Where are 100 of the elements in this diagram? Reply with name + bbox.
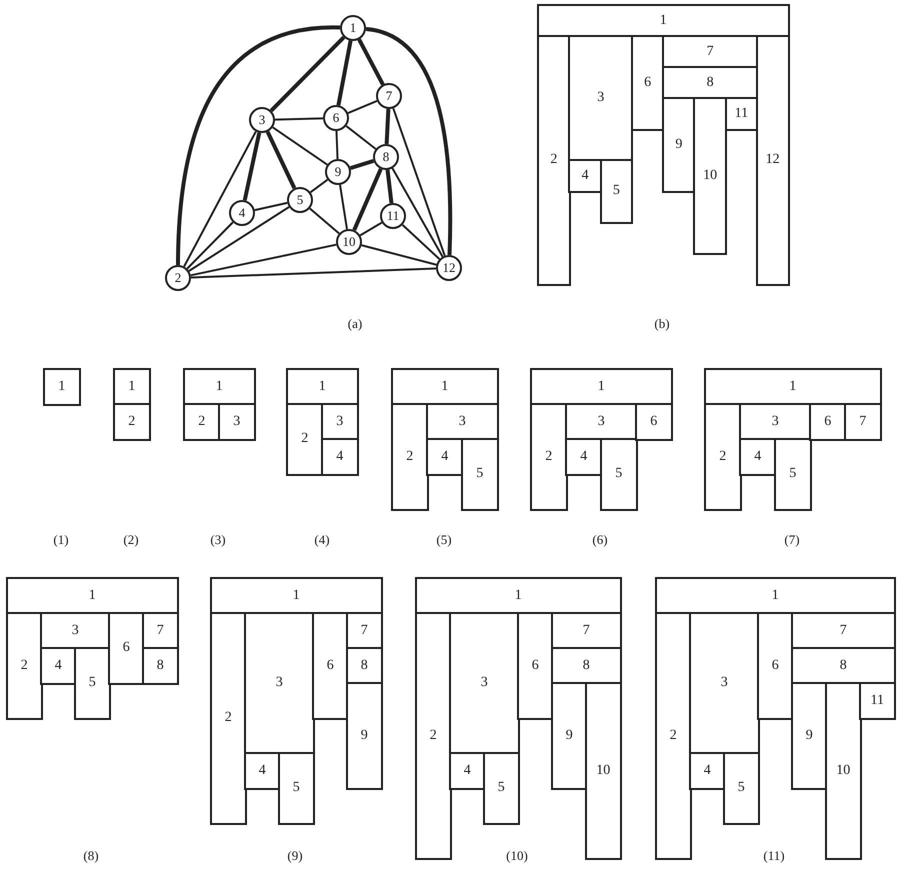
graph-edge <box>402 224 440 260</box>
layout-rectangle: 5 <box>600 159 634 224</box>
layout-rectangle: 11 <box>859 682 896 720</box>
layout-rectangle: 4 <box>739 438 776 476</box>
layout-rectangle: 1 <box>43 368 80 406</box>
graph-edge <box>310 178 328 194</box>
graph-edge <box>352 168 383 231</box>
layout-rectangle: 4 <box>40 647 76 684</box>
layout-rectangle: 1 <box>6 577 178 614</box>
graph-edge <box>176 26 340 266</box>
layout-rectangle: 2 <box>6 612 42 720</box>
graph-edge <box>270 36 346 112</box>
layout-rectangle: 2 <box>704 403 742 510</box>
layout-rectangle: 2 <box>391 403 428 510</box>
graph-edge <box>392 168 444 258</box>
layout-rectangle: 5 <box>600 438 638 510</box>
graph-edge <box>357 38 385 86</box>
layout-rectangle: 3 <box>244 612 314 754</box>
layout-rectangle: 6 <box>630 35 664 130</box>
subfigure-label: (7) <box>784 532 800 548</box>
layout-rectangle: 9 <box>791 682 828 790</box>
layout-rectangle: 4 <box>426 438 464 476</box>
layout-rectangle: 6 <box>757 612 794 720</box>
graph-edge <box>346 125 376 150</box>
layout-rectangle: 12 <box>756 35 790 286</box>
layout-rectangle: 6 <box>809 403 846 440</box>
layout-rectangle: 5 <box>774 438 812 510</box>
vertex-circle: 12 <box>436 255 462 281</box>
graph-edge <box>360 222 382 236</box>
layout-rectangle: 2 <box>537 35 571 286</box>
layout-rectangle: 2 <box>286 403 324 476</box>
layout-rectangle: 10 <box>585 682 622 860</box>
graph-edge <box>254 202 288 212</box>
layout-rectangle: 6 <box>517 612 554 720</box>
subfigure-label: (10) <box>506 848 528 864</box>
subfigure-label: (2) <box>123 532 139 548</box>
vertex-circle: 4 <box>229 200 255 226</box>
layout-rectangle: 3 <box>426 403 498 440</box>
layout-rectangle: 11 <box>724 97 758 130</box>
layout-rectangle: 4 <box>449 752 486 790</box>
layout-rectangle: 3 <box>689 612 760 754</box>
layout-rectangle: 4 <box>689 752 726 790</box>
subfigure-label: (5) <box>436 532 452 548</box>
layout-rectangle: 1 <box>286 368 358 406</box>
graph-edge <box>386 170 394 204</box>
layout-rectangle: 5 <box>74 647 110 720</box>
layout-rectangle: 8 <box>346 647 382 684</box>
layout-rectangle: 7 <box>142 612 178 650</box>
graph-edge <box>336 40 353 106</box>
layout-rectangle: 5 <box>483 752 520 824</box>
graph-edge <box>384 108 390 144</box>
layout-rectangle: 9 <box>662 97 696 192</box>
layout-rectangle: 5 <box>278 752 314 824</box>
layout-rectangle: 8 <box>142 647 178 684</box>
layout-rectangle: 1 <box>655 577 896 614</box>
vertex-circle: 8 <box>373 144 399 170</box>
layout-rectangle: 2 <box>415 612 452 860</box>
vertex-circle: 2 <box>165 265 191 291</box>
layout-rectangle: 6 <box>635 403 672 440</box>
subfigure-label: (a) <box>348 316 362 332</box>
layout-rectangle: 7 <box>551 612 622 650</box>
vertex-circle: 11 <box>380 203 406 229</box>
subfigure-label: (4) <box>314 532 330 548</box>
layout-rectangle: 4 <box>568 159 602 192</box>
layout-rectangle: 2 <box>183 403 220 440</box>
layout-rectangle: 6 <box>312 612 348 720</box>
layout-rectangle: 1 <box>113 368 150 406</box>
subfigure-label: (b) <box>654 316 670 332</box>
layout-rectangle: 5 <box>461 438 498 510</box>
layout-rectangle: 4 <box>244 752 280 790</box>
graph-edge <box>339 184 348 230</box>
layout-rectangle: 1 <box>415 577 622 614</box>
graph-edge <box>350 158 374 170</box>
layout-rectangle: 5 <box>723 752 760 824</box>
layout-rectangle: 1 <box>210 577 382 614</box>
layout-rectangle: 4 <box>321 438 358 476</box>
vertex-circle: 9 <box>325 159 351 185</box>
layout-rectangle: 1 <box>704 368 882 406</box>
layout-rectangle: 9 <box>551 682 588 790</box>
layout-rectangle: 3 <box>568 35 634 162</box>
subfigure-label: (11) <box>763 848 785 864</box>
layout-rectangle: 1 <box>391 368 498 406</box>
graph-edge <box>188 206 290 272</box>
vertex-circle: 1 <box>340 15 366 41</box>
layout-rectangle: 4 <box>565 438 602 476</box>
layout-rectangle: 10 <box>693 97 727 254</box>
graph-edge <box>272 126 328 166</box>
layout-rectangle: 3 <box>218 403 256 440</box>
subfigure-label: (3) <box>210 532 226 548</box>
vertex-circle: 3 <box>249 107 275 133</box>
graph-edge <box>242 132 262 201</box>
vertex-circle: 10 <box>336 229 362 255</box>
graph-edge <box>335 130 339 160</box>
graph-edge <box>186 222 234 270</box>
graph-edge <box>348 100 378 114</box>
vertex-circle: 6 <box>323 105 349 131</box>
layout-rectangle: 7 <box>844 403 882 440</box>
layout-rectangle: 6 <box>108 612 144 684</box>
graph-edge <box>266 130 296 190</box>
layout-rectangle: 1 <box>183 368 256 406</box>
